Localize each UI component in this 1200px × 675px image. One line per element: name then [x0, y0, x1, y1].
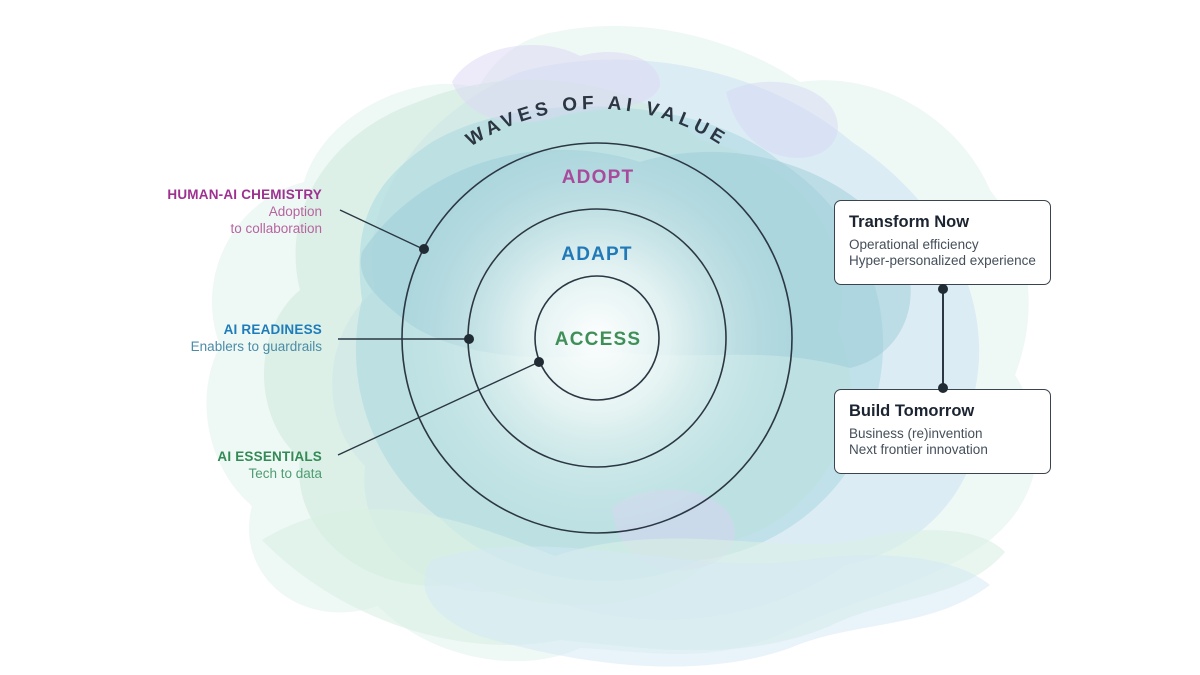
callout-line: Operational efficiency — [849, 237, 979, 252]
connector-line-chemistry — [339, 209, 424, 250]
ring-label-access: ACCESS — [554, 329, 642, 350]
side-label-subtitle-line: Tech to data — [248, 466, 322, 481]
connector-line-essentials — [337, 361, 540, 456]
side-label-ai-readiness: AI READINESS Enablers to guardrails — [100, 321, 322, 355]
background-blob — [726, 81, 838, 158]
background-blob — [452, 44, 661, 123]
side-label-subtitle-line: to collaboration — [230, 221, 322, 236]
background-blob — [424, 546, 990, 667]
ring-circle-inner — [534, 275, 660, 401]
callout-title: Transform Now — [849, 213, 970, 231]
side-label-title: HUMAN-AI CHEMISTRY — [167, 187, 322, 202]
side-label-human-ai-chemistry: HUMAN-AI CHEMISTRY Adoption to collabora… — [100, 186, 322, 237]
ring-label-adopt: ADOPT — [561, 167, 635, 188]
callout-line: Hyper-personalized experience — [849, 252, 1036, 268]
connector-dot-chemistry — [419, 244, 429, 254]
callout-line: Next frontier innovation — [849, 441, 988, 457]
ring-label-adapt: ADAPT — [561, 244, 633, 265]
callout-transform-now: Transform Now Operational efficiency Hyp… — [834, 200, 1051, 285]
callout-title: Build Tomorrow — [849, 402, 975, 420]
callout-build-tomorrow: Build Tomorrow Business (re)invention Ne… — [834, 389, 1051, 474]
ring-circle-outer — [401, 142, 793, 534]
connector-dot-readiness — [464, 334, 474, 344]
side-label-ai-essentials: AI ESSENTIALS Tech to data — [100, 448, 322, 482]
callout-line: Business (re)invention — [849, 426, 983, 441]
side-label-subtitle-line: Adoption — [268, 204, 322, 219]
center-glow — [401, 142, 793, 534]
connector-dot-essentials — [534, 357, 544, 367]
side-label-title: AI ESSENTIALS — [217, 449, 322, 464]
side-label-title: AI READINESS — [223, 322, 322, 337]
side-label-subtitle-line: Enablers to guardrails — [190, 339, 322, 354]
